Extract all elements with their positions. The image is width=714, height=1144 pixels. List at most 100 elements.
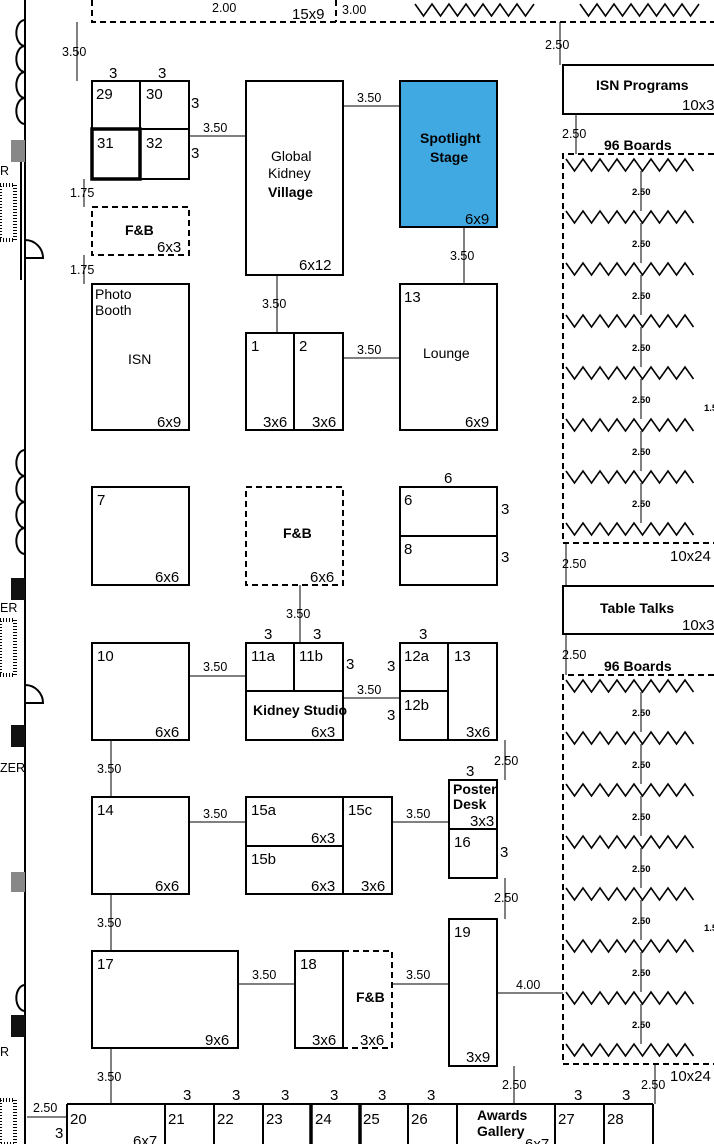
booth-28[interactable]: 28 — [607, 1111, 624, 1128]
poster-board-row[interactable] — [565, 782, 695, 798]
label: 30 — [146, 86, 163, 103]
side-length: 3 — [387, 707, 395, 724]
dimension-lines — [27, 22, 656, 1118]
side-length: 3 — [346, 656, 354, 673]
label: Global — [271, 148, 311, 164]
label: 3.00 — [342, 3, 366, 17]
side-length: 3 — [622, 1087, 630, 1104]
label: Booth — [95, 302, 132, 318]
board-dimension: 2.50 — [632, 968, 651, 979]
poster-board-row[interactable] — [565, 938, 695, 954]
label: 17 — [97, 956, 114, 973]
poster-board-row[interactable] — [565, 834, 695, 850]
booth-8[interactable]: 8 — [399, 535, 498, 586]
booth-24[interactable]: 24 — [315, 1111, 332, 1128]
poster-board-row[interactable] — [565, 678, 695, 694]
booth-20[interactable]: 20 — [70, 1111, 87, 1128]
label: 3.50 — [357, 343, 381, 357]
wall-label: ER — [0, 601, 17, 615]
booth-26[interactable]: 26 — [411, 1111, 428, 1128]
poster-board-row[interactable] — [565, 365, 695, 381]
poster-board-row[interactable] — [565, 157, 695, 173]
booth-11b[interactable]: 11b — [293, 642, 344, 692]
booth-32[interactable]: 32 — [139, 128, 190, 180]
label: 6x3 — [311, 878, 335, 895]
booth-11a[interactable]: 11a — [245, 642, 295, 692]
poster-board-row[interactable] — [579, 2, 700, 18]
building-wall: R ER ZER R — [0, 0, 45, 1144]
booth-22[interactable]: 22 — [217, 1111, 234, 1128]
label: 3x9 — [466, 1049, 490, 1066]
board-dimension: 2.50 — [632, 708, 651, 719]
poster-board-row[interactable] — [565, 313, 695, 329]
booth-12a[interactable]: 12a — [399, 642, 449, 692]
booth-25[interactable]: 25 — [363, 1111, 380, 1128]
booth-6[interactable]: 6 — [399, 486, 498, 537]
booth-23[interactable]: 23 — [266, 1111, 283, 1128]
board-dimension: 1.5 — [704, 403, 714, 414]
booth-16[interactable]: 16 — [448, 828, 498, 879]
side-length: 3 — [183, 1087, 191, 1104]
poster-board-row[interactable] — [565, 521, 695, 537]
booth-31[interactable]: 31 — [90, 127, 142, 181]
poster-board-row[interactable] — [565, 886, 695, 902]
booth-21[interactable]: 21 — [168, 1111, 185, 1128]
poster-board-row[interactable] — [565, 261, 695, 277]
poster-board-row[interactable] — [414, 2, 535, 18]
column-icon — [11, 140, 25, 162]
poster-board-row[interactable] — [565, 209, 695, 225]
label: F&B — [283, 525, 312, 541]
wall-label: R — [0, 164, 9, 178]
poster-board-row[interactable] — [565, 1042, 695, 1058]
poster-board-row[interactable] — [565, 469, 695, 485]
poster-board-row[interactable] — [565, 730, 695, 746]
board-dimension: 2.50 — [632, 395, 651, 406]
label: ISN Programs — [596, 77, 689, 93]
label: 96 Boards — [604, 137, 672, 153]
side-length: 3 — [427, 1087, 435, 1104]
awards-gallery-label[interactable]: Awards — [477, 1107, 528, 1123]
label: 3.50 — [203, 807, 227, 821]
booth-29[interactable]: 29 — [91, 80, 141, 130]
poster-board-rows: 2.502.502.502.502.502.502.502.502.502.50… — [414, 2, 700, 1058]
booth-12b[interactable]: 12b — [399, 690, 449, 741]
booth-30[interactable]: 30 — [139, 80, 190, 130]
side-length: 3 — [330, 1087, 338, 1104]
label: 3.50 — [262, 297, 286, 311]
booth-size: 6x7 — [525, 1136, 549, 1144]
label: Poster — [453, 781, 497, 797]
label: 16 — [454, 834, 471, 851]
label: 3x6 — [361, 878, 385, 895]
booth-27[interactable]: 27 — [558, 1111, 575, 1128]
poster-board-row[interactable] — [565, 990, 695, 1006]
label: F&B — [125, 222, 154, 238]
poster-board-row[interactable] — [565, 417, 695, 433]
top-area[interactable]: 15x9 — [91, 0, 714, 23]
